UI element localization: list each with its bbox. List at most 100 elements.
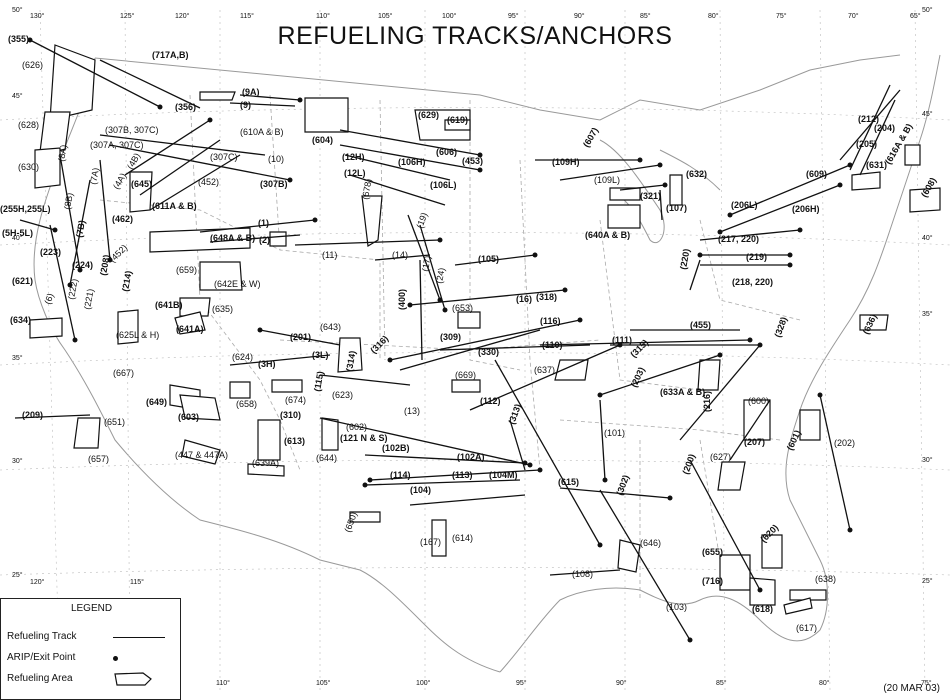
track-label: (626) bbox=[22, 60, 43, 70]
track-label: (219) bbox=[746, 252, 767, 262]
track-label: (625L & H) bbox=[116, 330, 159, 340]
longitude-label: 75° bbox=[921, 679, 932, 687]
track-label: (102B) bbox=[382, 443, 410, 453]
track-label: (658) bbox=[236, 399, 257, 409]
track-label: (204) bbox=[874, 123, 895, 133]
track-label: (255H,255L) bbox=[0, 204, 51, 214]
track-label: (206H) bbox=[792, 204, 820, 214]
legend-area-label: Refueling Area bbox=[7, 673, 73, 684]
track-label: (678) bbox=[360, 178, 373, 200]
legend: LEGEND Refueling Track ARIP/Exit Point R… bbox=[0, 598, 181, 700]
track-label: (106L) bbox=[430, 180, 457, 190]
track-label: (201) bbox=[290, 332, 311, 342]
legend-point-label: ARIP/Exit Point bbox=[7, 652, 76, 663]
track-label: (112) bbox=[480, 396, 501, 406]
latitude-label: 25° bbox=[12, 571, 23, 579]
track-label: (24) bbox=[434, 267, 447, 285]
track-label: (330) bbox=[478, 347, 499, 357]
track-label: (16) bbox=[516, 294, 532, 304]
track-label: (604) bbox=[312, 135, 333, 145]
track-label: (642E & W) bbox=[214, 279, 261, 289]
track-label: (639A) bbox=[252, 458, 279, 468]
track-label: (610A & B) bbox=[240, 127, 284, 137]
track-label: (307B) bbox=[260, 179, 288, 189]
track-label: (674) bbox=[285, 395, 306, 405]
track-label: (10) bbox=[268, 154, 284, 164]
track-label: (618) bbox=[752, 604, 773, 614]
track-label: (628) bbox=[18, 120, 39, 130]
refueling-tracks bbox=[14, 39, 901, 641]
longitude-label: 120° bbox=[175, 12, 190, 20]
refueling-areas bbox=[29, 44, 941, 615]
track-labels: (355)(717A,B)(9A)(9)(356)(307B, 307C)(61… bbox=[0, 34, 938, 633]
track-label: (114) bbox=[390, 470, 411, 480]
track-label: (651) bbox=[104, 417, 125, 427]
legend-track-symbol bbox=[113, 637, 165, 638]
track-label: (313) bbox=[506, 403, 523, 426]
track-label: (623) bbox=[332, 390, 353, 400]
track-label: (655) bbox=[702, 547, 723, 557]
track-label: (14) bbox=[392, 250, 408, 260]
track-label: (669) bbox=[455, 370, 476, 380]
track-label: (619) bbox=[447, 115, 468, 125]
track-label: (455) bbox=[690, 320, 711, 330]
longitude-label: 70° bbox=[848, 12, 859, 20]
track-label: (203) bbox=[629, 366, 647, 389]
track-label: (629) bbox=[418, 110, 439, 120]
track-label: (105) bbox=[478, 254, 499, 264]
track-label: (600) bbox=[748, 396, 769, 406]
track-label: (111) bbox=[612, 335, 632, 345]
track-label: (644) bbox=[316, 453, 337, 463]
track-label: (627) bbox=[710, 452, 731, 462]
track-label: (452) bbox=[107, 242, 129, 264]
track-label: (110) bbox=[542, 340, 563, 350]
latitude-label: 35° bbox=[12, 354, 23, 362]
longitude-label: 95° bbox=[508, 12, 519, 20]
track-label: (641A) bbox=[176, 324, 204, 334]
track-label: (318) bbox=[536, 292, 557, 302]
legend-track-label: Refueling Track bbox=[7, 631, 77, 642]
track-label: (613) bbox=[284, 436, 305, 446]
track-label: (3L) bbox=[312, 350, 329, 360]
track-label: (717A,B) bbox=[152, 50, 189, 60]
longitude-label: 100° bbox=[442, 12, 457, 20]
track-label: (107) bbox=[666, 203, 687, 213]
track-label: (621) bbox=[12, 276, 33, 286]
track-label: (7A) bbox=[88, 167, 101, 185]
track-label: (224) bbox=[72, 260, 93, 270]
track-label: (630) bbox=[18, 162, 39, 172]
track-label: (216) bbox=[702, 391, 712, 412]
track-label: (328) bbox=[772, 316, 789, 339]
track-label: (634) bbox=[10, 315, 31, 325]
track-label: (12H) bbox=[342, 152, 365, 162]
track-label: (11) bbox=[322, 250, 337, 260]
track-label: (223) bbox=[40, 247, 61, 257]
track-label: (212) bbox=[858, 114, 879, 124]
longitude-label: 80° bbox=[819, 679, 830, 687]
latitude-label: 40° bbox=[922, 234, 933, 242]
track-label: (646) bbox=[640, 538, 661, 548]
track-label: (202) bbox=[834, 438, 855, 448]
track-label: (649) bbox=[146, 397, 167, 407]
track-label: (207) bbox=[744, 437, 765, 447]
track-label: (716) bbox=[702, 576, 723, 586]
track-label: (631) bbox=[866, 160, 887, 170]
track-label: (643) bbox=[320, 322, 341, 332]
track-label: (307C) bbox=[210, 152, 238, 162]
longitude-label: 95° bbox=[516, 679, 527, 687]
track-label: (121 N & S) bbox=[340, 433, 388, 443]
longitude-label: 115° bbox=[130, 578, 144, 586]
track-label: (667) bbox=[113, 368, 134, 378]
track-label: (633A & B) bbox=[660, 387, 705, 397]
track-label: (307B, 307C) bbox=[105, 125, 159, 135]
track-label: (206L) bbox=[731, 200, 758, 210]
track-label: (316) bbox=[368, 333, 390, 355]
track-label: (653) bbox=[452, 303, 473, 313]
track-label: (3H) bbox=[258, 359, 276, 369]
track-label: (218, 220) bbox=[732, 277, 773, 287]
track-label: (645) bbox=[131, 179, 152, 189]
longitude-label: 125° bbox=[120, 12, 135, 20]
track-label: (447 & 447A) bbox=[175, 450, 228, 460]
longitude-label: 90° bbox=[574, 12, 585, 20]
